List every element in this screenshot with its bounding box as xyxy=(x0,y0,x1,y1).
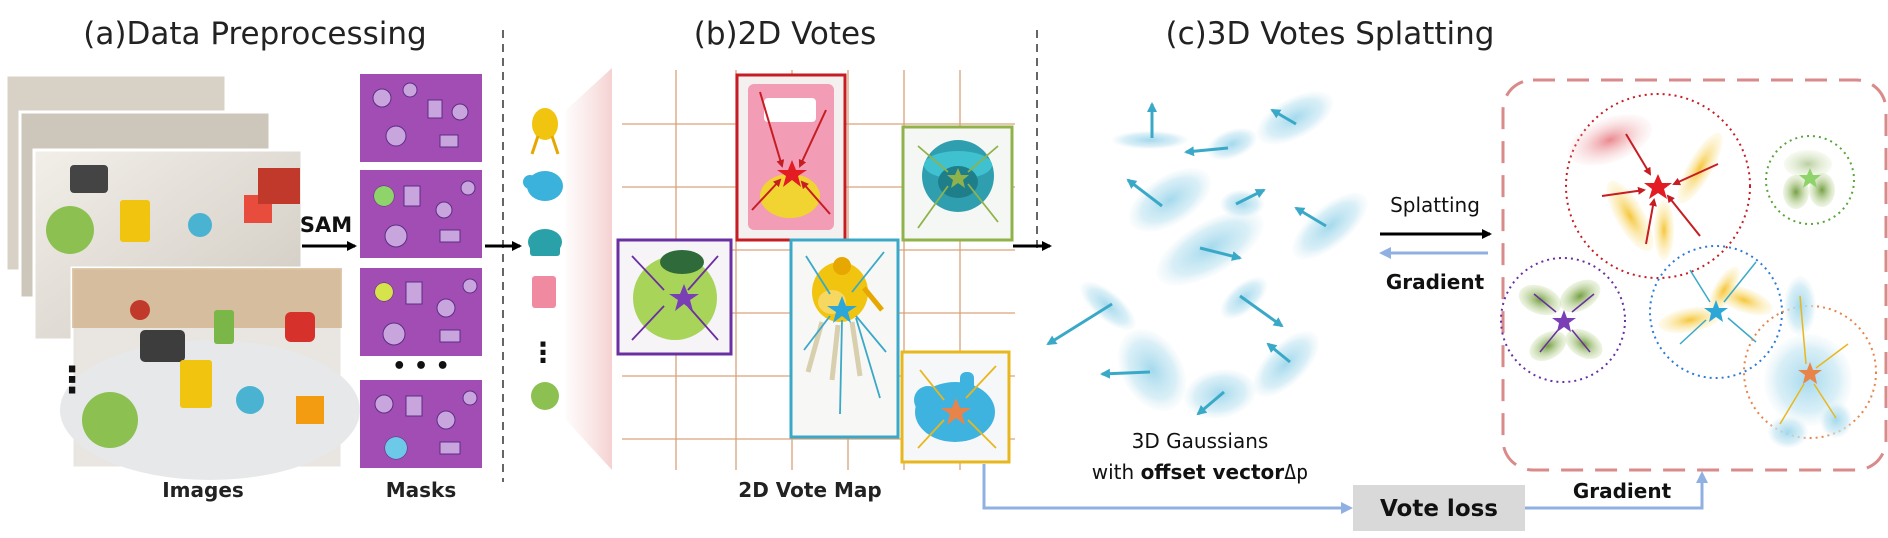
section-c-title: (c)3D Votes Splatting xyxy=(1166,16,1495,52)
star-icon xyxy=(1799,168,1821,188)
vote-loss-label: Vote loss xyxy=(1380,496,1498,522)
gradient-label-bottom: Gradient xyxy=(1573,479,1672,503)
star-icon xyxy=(827,296,857,323)
gaussians-cloud xyxy=(1046,91,1368,419)
vote-box-cyan xyxy=(789,238,900,439)
sam-label: SAM xyxy=(300,213,352,237)
section-a-title: (a)Data Preprocessing xyxy=(83,16,426,52)
gaussians-label-line1: 3D Gaussians xyxy=(1132,429,1269,453)
images-label: Images xyxy=(162,478,244,502)
splatting-label: Splatting xyxy=(1390,193,1480,217)
star-icon xyxy=(947,168,969,188)
vote-box-green xyxy=(901,125,1014,242)
star-icon xyxy=(669,284,699,311)
object-crops xyxy=(523,108,563,410)
masks-ellipsis: • • • xyxy=(392,354,450,379)
section-b-title: (b)2D Votes xyxy=(694,16,876,52)
gradient-label-top: Gradient xyxy=(1386,270,1485,294)
star-icon xyxy=(1704,300,1728,322)
vote-loss-box xyxy=(1353,485,1525,531)
masks-label: Masks xyxy=(386,478,457,502)
loss-gradient-arrow-icon xyxy=(1525,471,1708,510)
image-stack xyxy=(4,73,360,480)
vote-box-yellow xyxy=(900,350,1011,464)
vote-box-red xyxy=(735,73,847,242)
star-icon xyxy=(1552,310,1576,332)
star-icon xyxy=(941,398,971,425)
splat-cluster-green xyxy=(1765,135,1855,225)
vote-box-purple xyxy=(616,238,733,356)
splat-cluster-cyan xyxy=(1649,245,1783,379)
splat-cluster-orange xyxy=(1743,276,1877,448)
gaussians-label-line2: with offset vectorΔp xyxy=(1092,460,1308,484)
splat-cluster-red xyxy=(1565,93,1751,279)
images-ellipsis: ⋮ xyxy=(54,360,90,401)
star-icon xyxy=(1644,174,1672,199)
vote-map-label: 2D Vote Map xyxy=(738,478,881,502)
vote-map-to-loss-arrow-icon xyxy=(982,464,1353,514)
mask-stack xyxy=(360,74,482,468)
splat-cluster-purple xyxy=(1500,257,1626,383)
star-icon xyxy=(777,160,807,187)
objects-ellipsis: ⋮ xyxy=(529,336,557,369)
star-icon xyxy=(1798,362,1822,384)
zoom-fan xyxy=(566,68,612,470)
